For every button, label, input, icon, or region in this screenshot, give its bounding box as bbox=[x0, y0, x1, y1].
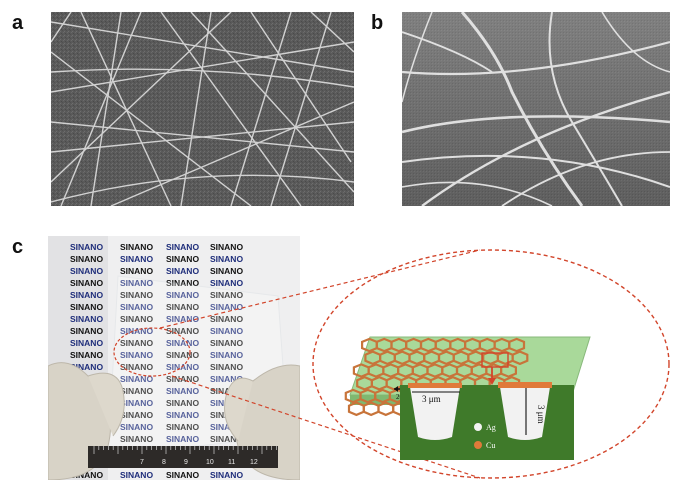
sinano-label: SINANO bbox=[120, 434, 153, 444]
sinano-label: SINANO bbox=[166, 350, 199, 360]
sinano-label: SINANO bbox=[70, 326, 103, 336]
zoom-source-ellipse bbox=[113, 327, 191, 377]
legend-cu-label: Cu bbox=[486, 441, 495, 450]
ruler-number: 7 bbox=[140, 459, 144, 466]
sinano-label: SINANO bbox=[70, 266, 103, 276]
sinano-label: SINANO bbox=[210, 314, 243, 324]
sinano-label: SINANO bbox=[210, 386, 243, 396]
sinano-label: SINANO bbox=[210, 362, 243, 372]
legend-cu-swatch bbox=[474, 441, 482, 449]
sinano-label: SINANO bbox=[120, 422, 153, 432]
legend-ag-label: Ag bbox=[486, 423, 496, 432]
sinano-label: SINANO bbox=[166, 326, 199, 336]
sinano-label: SINANO bbox=[166, 434, 199, 444]
sinano-label: SINANO bbox=[166, 338, 199, 348]
hex-cell bbox=[511, 350, 529, 366]
sinano-label: SINANO bbox=[70, 314, 103, 324]
sinano-label: SINANO bbox=[166, 410, 199, 420]
sinano-label: SINANO bbox=[166, 422, 199, 432]
sinano-label: SINANO bbox=[210, 350, 243, 360]
photo-scene: SINANO SINANO SINANO SINANO SINANO SINANO SINA… bbox=[48, 236, 300, 480]
sinano-label: SINANO bbox=[210, 470, 243, 480]
sinano-label: SINANO bbox=[120, 410, 153, 420]
sinano-label: SINANO bbox=[210, 290, 243, 300]
sinano-label: SINANO bbox=[120, 266, 153, 276]
sinano-label: SINANO bbox=[210, 326, 243, 336]
groove-right bbox=[500, 387, 550, 440]
sinano-label: SINANO bbox=[70, 470, 103, 480]
ruler-number: 12 bbox=[250, 459, 258, 466]
sem-image-a bbox=[51, 12, 354, 206]
ruler-number: 8 bbox=[162, 459, 166, 466]
groove-left bbox=[410, 387, 460, 440]
sinano-label: SINANO bbox=[120, 278, 153, 288]
selection-box bbox=[481, 352, 509, 368]
sinano-label: SINANO bbox=[70, 350, 103, 360]
sinano-label: SINANO bbox=[210, 422, 243, 432]
sinano-label: SINANO bbox=[120, 254, 153, 264]
sinano-label: SINANO bbox=[166, 302, 199, 312]
sinano-label: SINANO bbox=[210, 254, 243, 264]
sinano-label: SINANO bbox=[120, 326, 153, 336]
height-label: 3 μm bbox=[536, 405, 546, 424]
sinano-label: SINANO bbox=[120, 362, 153, 372]
sinano-label: SINANO bbox=[70, 290, 103, 300]
panel-label-b: b bbox=[371, 12, 384, 34]
sinano-label: SINANO bbox=[166, 470, 199, 480]
sinano-label: SINANO bbox=[70, 254, 103, 264]
electrode-photo: SINANO SINANO SINANO SINANO SINANO SINANO SINA… bbox=[48, 236, 300, 480]
sem-fibers-b bbox=[402, 12, 670, 206]
legend-ag-swatch bbox=[474, 423, 482, 431]
sinano-label: SINANO bbox=[166, 254, 199, 264]
sinano-label: SINANO bbox=[120, 386, 153, 396]
sinano-label: SINANO bbox=[166, 242, 199, 252]
sinano-label: SINANO bbox=[210, 338, 243, 348]
sinano-label: SINANO bbox=[210, 374, 243, 384]
sinano-label: SINANO bbox=[120, 350, 153, 360]
sinano-label: SINANO bbox=[120, 302, 153, 312]
sinano-label: SINANO bbox=[210, 434, 243, 444]
sinano-label: SINANO bbox=[70, 302, 103, 312]
sinano-label: SINANO bbox=[166, 278, 199, 288]
panel-label-c: c bbox=[12, 236, 24, 258]
sinano-label: SINANO bbox=[120, 470, 153, 480]
sinano-label: SINANO bbox=[210, 266, 243, 276]
sinano-label: SINANO bbox=[166, 386, 199, 396]
width-label: 3 μm bbox=[422, 394, 441, 404]
sinano-label: SINANO bbox=[166, 314, 199, 324]
sem-image-b bbox=[402, 12, 670, 206]
panel-label-a: a bbox=[12, 12, 24, 34]
sinano-label: SINANO bbox=[70, 278, 103, 288]
sinano-label: SINANO bbox=[166, 398, 199, 408]
ruler bbox=[88, 446, 278, 468]
ruler-number: 10 bbox=[206, 459, 214, 466]
sinano-label: SINANO bbox=[210, 242, 243, 252]
ruler-number: 9 bbox=[184, 459, 188, 466]
sinano-label: SINANO bbox=[70, 362, 103, 372]
ruler-number: 11 bbox=[228, 459, 235, 466]
hex-cell bbox=[508, 337, 526, 353]
mesh-schematic: 200 μm 3 μm 3 μm Ag Cu bbox=[344, 336, 591, 460]
zoom-ellipse bbox=[312, 249, 670, 479]
sinano-label: SINANO bbox=[120, 314, 153, 324]
sinano-label: SINANO bbox=[210, 302, 243, 312]
sinano-label: SINANO bbox=[120, 338, 153, 348]
sinano-label: SINANO bbox=[120, 398, 153, 408]
sinano-label: SINANO bbox=[70, 242, 103, 252]
sinano-label: SINANO bbox=[166, 374, 199, 384]
sem-fibers-a bbox=[51, 12, 354, 206]
sinano-label: SINANO bbox=[166, 266, 199, 276]
sinano-label: SINANO bbox=[210, 278, 243, 288]
sinano-label: SINANO bbox=[120, 374, 153, 384]
sinano-label: SINANO bbox=[166, 290, 199, 300]
sinano-label: SINANO bbox=[166, 362, 199, 372]
sinano-label: SINANO bbox=[120, 242, 153, 252]
sinano-label: SINANO bbox=[70, 338, 103, 348]
sinano-label: SINANO bbox=[120, 290, 153, 300]
